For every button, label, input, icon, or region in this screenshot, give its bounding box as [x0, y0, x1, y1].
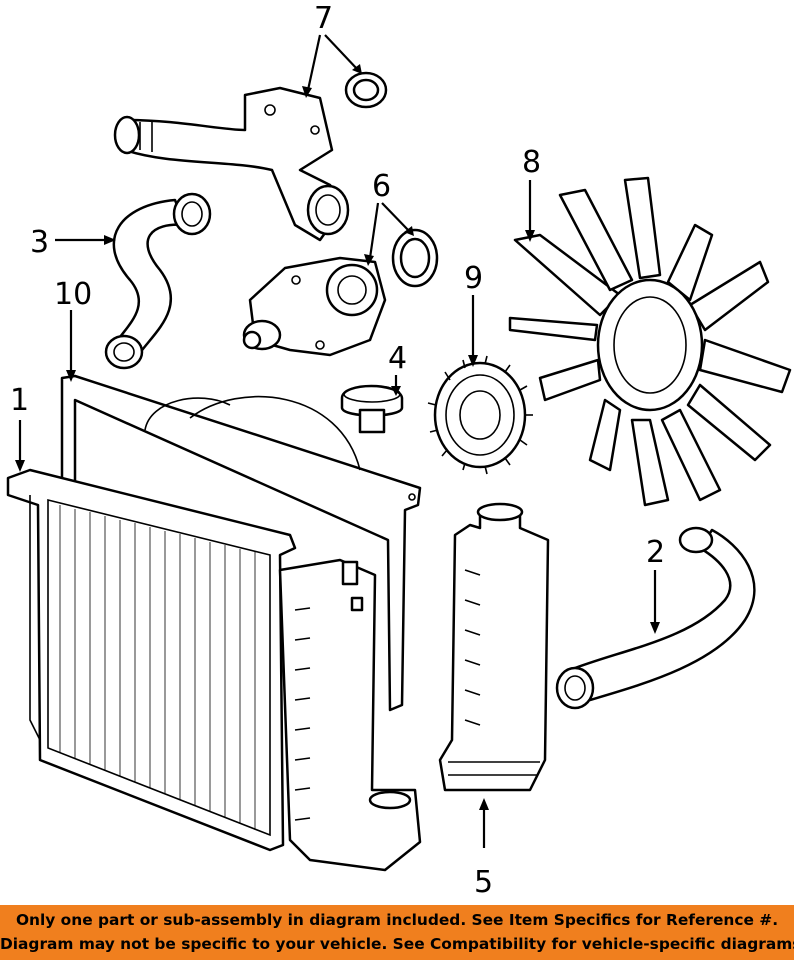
fan-clutch-part-9 [427, 355, 533, 475]
callout-3: 3 [30, 225, 49, 260]
cooling-system-parts-diagram: 1 2 3 4 5 6 7 8 9 10 [6, 1, 792, 900]
callout-1: 1 [10, 383, 29, 418]
lower-hose-part-2 [555, 526, 756, 710]
radiator-cap-part-4 [340, 384, 404, 434]
expansion-tank-part-5 [438, 502, 550, 792]
callout-7: 7 [314, 1, 333, 36]
callout-10: 10 [54, 277, 92, 312]
callout-6: 6 [372, 169, 391, 204]
fan-blade-part-8 [508, 176, 792, 507]
callout-2: 2 [646, 535, 665, 570]
radiator-part-1 [6, 468, 422, 872]
callout-9: 9 [464, 261, 483, 296]
callout-8: 8 [522, 145, 541, 180]
callout-5: 5 [474, 865, 493, 900]
callout-4: 4 [388, 341, 407, 376]
disclaimer-banner: Only one part or sub-assembly in diagram… [0, 905, 794, 960]
upper-hose-part-3 [104, 192, 212, 370]
disclaimer-line-1: Only one part or sub-assembly in diagram… [15, 911, 779, 929]
leader-lines [15, 34, 660, 848]
disclaimer-line-2: Diagram may not be specific to your vehi… [0, 935, 794, 953]
water-pump-part-6 [242, 228, 439, 357]
thermostat-housing-part-7 [113, 71, 388, 242]
